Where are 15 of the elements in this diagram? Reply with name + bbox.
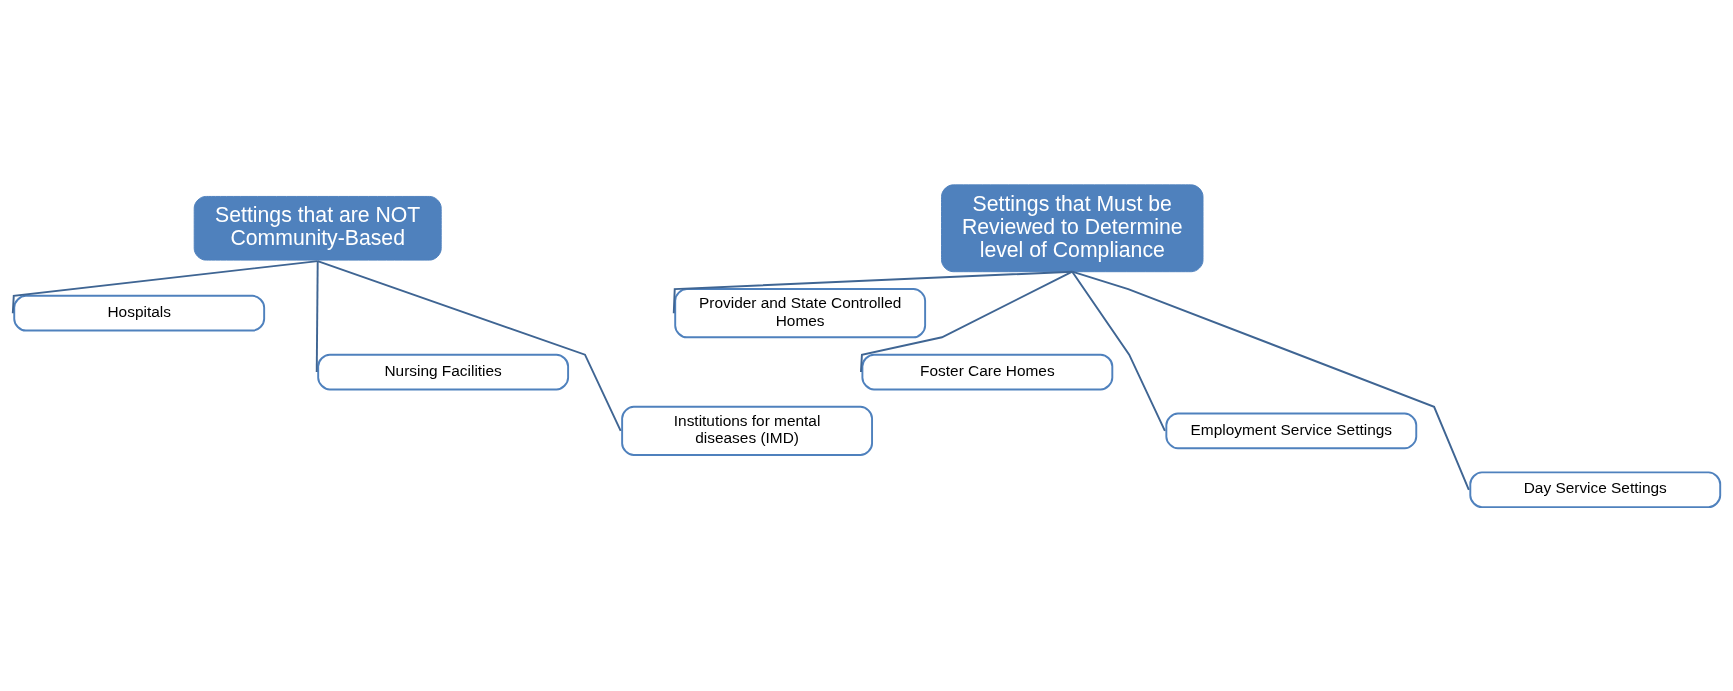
node-box: Employment Service Settings (1165, 412, 1418, 449)
node-box: Settings that Must be Reviewed to Determine level of Compliance (941, 183, 1204, 272)
node-box: Hospitals (13, 294, 266, 332)
node-box: Nursing Facilities (317, 353, 570, 390)
connector (315, 259, 319, 373)
connector (11, 259, 319, 314)
node-box: Institutions for mental diseases (IMD) (621, 405, 873, 456)
node-box: Settings that are NOT Community-Based (193, 195, 442, 261)
node-box: Foster Care Homes (861, 353, 1114, 390)
connector (860, 270, 1074, 373)
node-box: Provider and State Controlled Homes (674, 287, 927, 338)
connector (1071, 270, 1470, 491)
node-box: Day Service Settings (1469, 470, 1722, 508)
connector (1071, 270, 1166, 432)
connector (316, 259, 622, 432)
